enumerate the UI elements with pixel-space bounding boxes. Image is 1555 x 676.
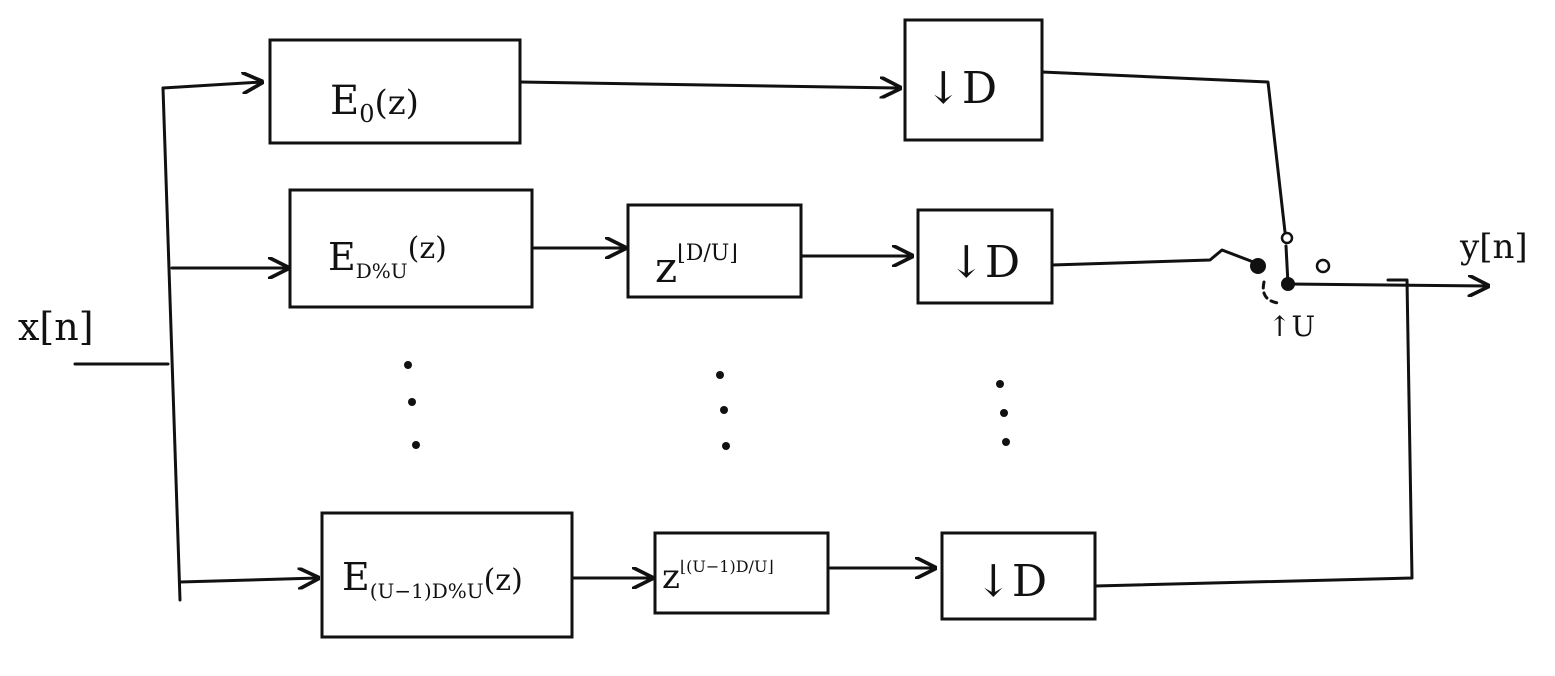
arrow-top-to-downsampler bbox=[518, 82, 900, 88]
commutator-switch: ↑U bbox=[1250, 231, 1331, 343]
filter-label-last: E(U−1)D%U(z) bbox=[342, 555, 523, 603]
delay-block-second bbox=[626, 203, 803, 299]
input-bus bbox=[161, 86, 182, 602]
filter-label-top: E0(z) bbox=[330, 78, 419, 128]
route-last-to-commutator bbox=[1093, 278, 1414, 588]
downsampler-block-last bbox=[940, 531, 1097, 621]
route-second-to-commutator bbox=[1050, 248, 1258, 267]
downsampler-block-top bbox=[903, 18, 1044, 142]
delay-label-last: z⌊(U−1)D/U⌋ bbox=[662, 557, 774, 597]
output-label: y[n] bbox=[1459, 227, 1528, 267]
commutator-label: ↑U bbox=[1268, 310, 1315, 343]
downsampler-block-second bbox=[916, 208, 1054, 305]
feed-arrow-top bbox=[161, 82, 262, 88]
input-label: x[n] bbox=[18, 305, 94, 349]
commutator-contact-top bbox=[1280, 231, 1294, 245]
feed-arrow-last bbox=[178, 578, 318, 582]
filter-block-top bbox=[268, 38, 522, 145]
output-arrow bbox=[1286, 284, 1488, 286]
downsampler-label-second: ↓D bbox=[948, 237, 1020, 288]
commutator-contact-last bbox=[1315, 258, 1331, 274]
downsampler-label-last: ↓D bbox=[975, 556, 1047, 607]
delay-label-second: z⌊D/U⌋ bbox=[655, 241, 738, 292]
ellipsis-filters bbox=[404, 361, 420, 449]
delay-block-last bbox=[653, 531, 830, 615]
route-top-to-commutator bbox=[1040, 70, 1287, 234]
filter-label-second: ED%U(z) bbox=[328, 231, 447, 283]
ellipsis-delays bbox=[716, 371, 730, 450]
downsampler-label-top: ↓D bbox=[925, 63, 997, 114]
ellipsis-downsamplers bbox=[996, 380, 1010, 446]
filter-block-last bbox=[320, 511, 574, 639]
commutator-contact-second bbox=[1250, 258, 1266, 274]
commutator-rotation-arrow bbox=[1261, 280, 1280, 305]
commutator-arm bbox=[1284, 244, 1290, 286]
